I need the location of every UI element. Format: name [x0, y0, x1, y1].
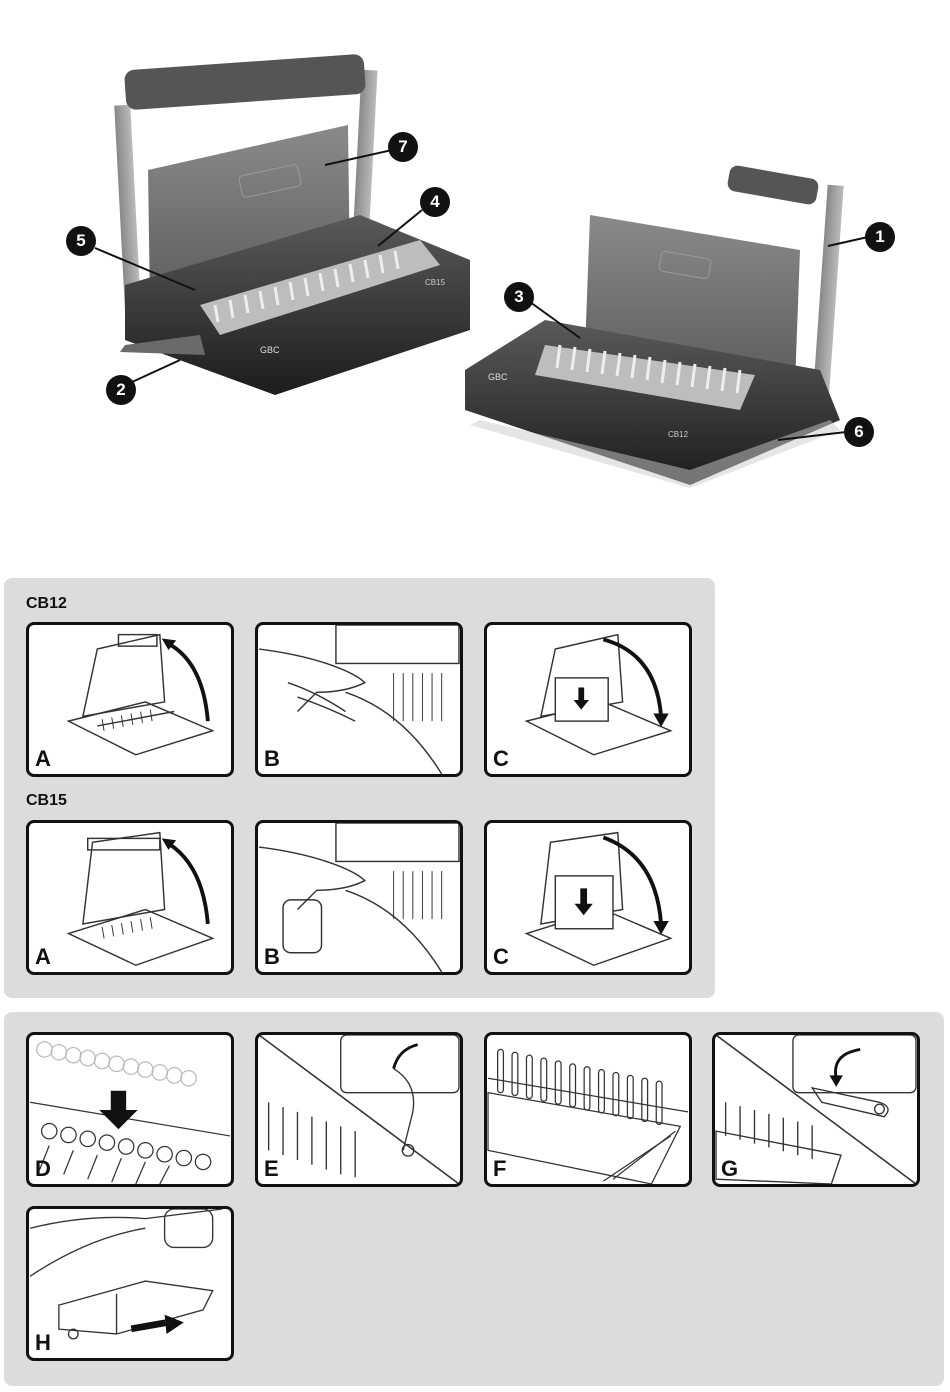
step-frame-d: D [26, 1032, 234, 1187]
callout-3: 3 [504, 282, 534, 312]
callout-6: 6 [844, 417, 874, 447]
step-frame-cb15-a: A [26, 820, 234, 975]
step-letter: A [35, 746, 51, 771]
model-label-left: CB15 [425, 278, 446, 287]
step-letter: D [35, 1156, 51, 1181]
product-illustration: GBC CB15 GBC CB12 [0, 0, 950, 520]
step-frame-g: G [712, 1032, 920, 1187]
step-frame-cb15-b: B [255, 820, 463, 975]
step-letter: C [493, 944, 509, 969]
brand-logo-left: GBC [260, 345, 280, 355]
step-frame-cb12-a: A [26, 622, 234, 777]
step-letter: B [264, 746, 280, 771]
opening-steps-panel: CB12 CB15 A B C [4, 578, 715, 998]
step-letter: C [493, 746, 509, 771]
step-letter: G [721, 1156, 739, 1181]
callout-4: 4 [420, 187, 450, 217]
row-label-cb12: CB12 [26, 595, 67, 612]
machine-cb12: GBC CB12 [465, 165, 844, 488]
callout-7: 7 [388, 132, 418, 162]
step-letter: A [35, 944, 51, 969]
model-label-right: CB12 [668, 430, 689, 439]
step-letter: B [264, 944, 280, 969]
step-frame-e: E [255, 1032, 463, 1187]
step-frame-cb12-c: C [484, 622, 692, 777]
step-letter: H [35, 1330, 51, 1355]
callout-5: 5 [66, 226, 96, 256]
brand-logo-right: GBC [488, 372, 508, 382]
step-frame-h: H [26, 1206, 234, 1361]
binding-steps-panel: D E F G [4, 1012, 944, 1386]
step-frame-cb12-b: B [255, 622, 463, 777]
row-label-cb15: CB15 [26, 792, 67, 809]
step-letter: E [264, 1156, 279, 1181]
callout-2: 2 [106, 375, 136, 405]
machine-cb15: GBC CB15 [114, 54, 470, 395]
step-frame-cb15-c: C [484, 820, 692, 975]
step-frame-f: F [484, 1032, 692, 1187]
step-letter: F [493, 1156, 507, 1181]
callout-1: 1 [865, 222, 895, 252]
